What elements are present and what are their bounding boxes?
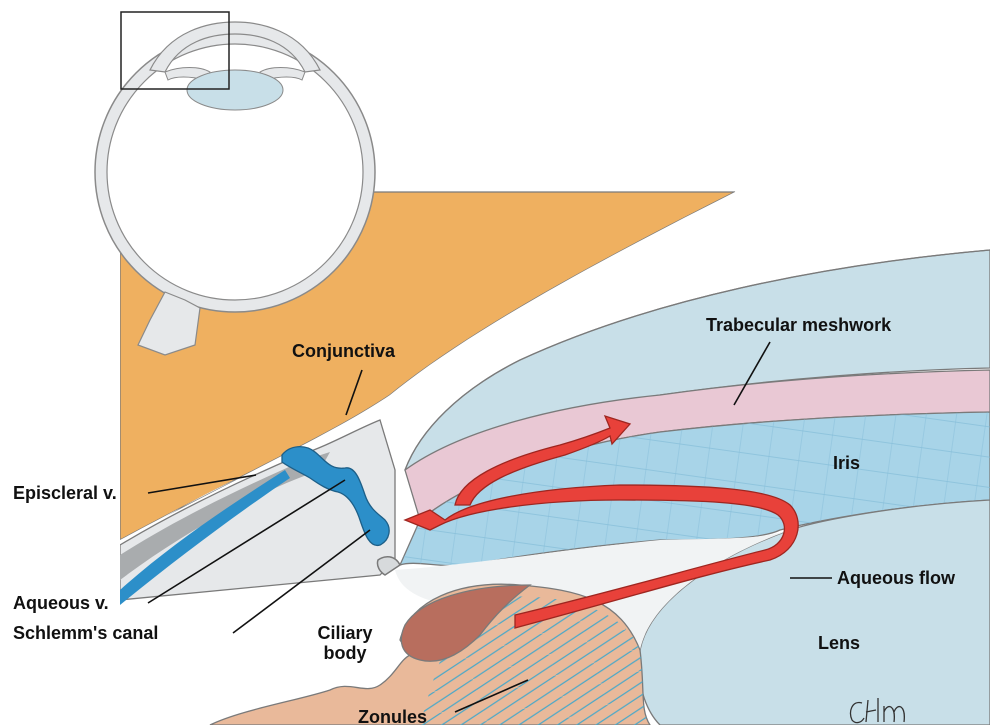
label-episcleral-v: Episcleral v.	[13, 483, 117, 503]
label-conjunctiva: Conjunctiva	[292, 341, 395, 361]
label-iris: Iris	[833, 453, 860, 473]
label-aqueous-flow: Aqueous flow	[837, 568, 955, 588]
label-trabecular-meshwork: Trabecular meshwork	[706, 315, 891, 335]
label-ciliary-body-line2: body	[305, 643, 385, 663]
globe-lens	[187, 70, 283, 110]
label-ciliary-body-line1: Ciliary	[305, 623, 385, 643]
label-zonules: Zonules	[358, 707, 427, 727]
label-ciliary-body: Ciliary body	[305, 623, 385, 663]
label-lens: Lens	[818, 633, 860, 653]
label-schlemms-canal: Schlemm's canal	[13, 623, 158, 643]
label-aqueous-v: Aqueous v.	[13, 593, 109, 613]
